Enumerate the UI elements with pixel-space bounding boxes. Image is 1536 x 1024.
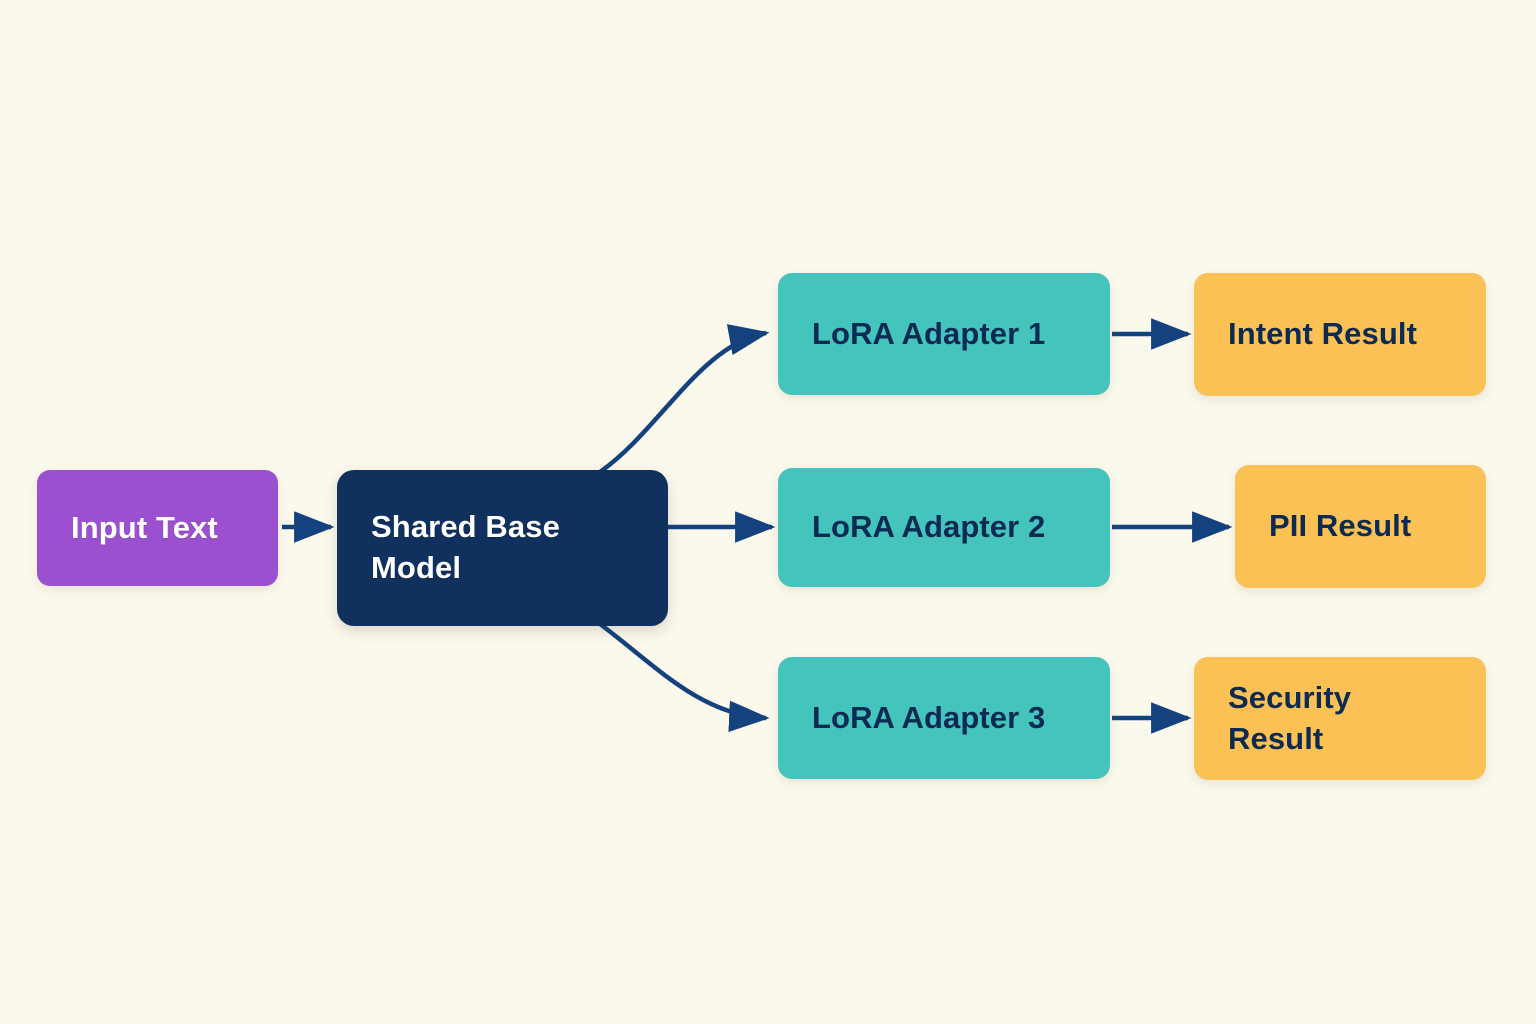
- node-shared-base-model[interactable]: Shared Base Model: [337, 470, 668, 626]
- node-pii-result[interactable]: PII Result: [1235, 465, 1486, 588]
- node-lora-adapter-2-label: LoRA Adapter 2: [812, 509, 1046, 545]
- node-pii-result-label: PII Result: [1269, 508, 1412, 544]
- node-lora-adapter-1-label: LoRA Adapter 1: [812, 315, 1046, 351]
- node-intent-result[interactable]: Intent Result: [1194, 273, 1486, 396]
- node-lora-adapter-3[interactable]: LoRA Adapter 3: [778, 657, 1110, 779]
- edge-base-to-adapter-3: [598, 622, 770, 733]
- node-security-result[interactable]: Security Result: [1194, 657, 1486, 780]
- node-intent-result-label: Intent Result: [1228, 316, 1418, 352]
- node-security-result-label: Security Result: [1228, 679, 1352, 756]
- node-lora-adapter-2[interactable]: LoRA Adapter 2: [778, 468, 1110, 587]
- node-lora-adapter-1[interactable]: LoRA Adapter 1: [778, 273, 1110, 395]
- node-shared-base-model-label: Shared Base Model: [371, 509, 560, 585]
- node-input-text[interactable]: Input Text: [37, 470, 278, 586]
- node-lora-adapter-3-label: LoRA Adapter 3: [812, 699, 1046, 735]
- edge-base-to-adapter-1: [598, 324, 770, 474]
- node-input-text-label: Input Text: [71, 509, 218, 545]
